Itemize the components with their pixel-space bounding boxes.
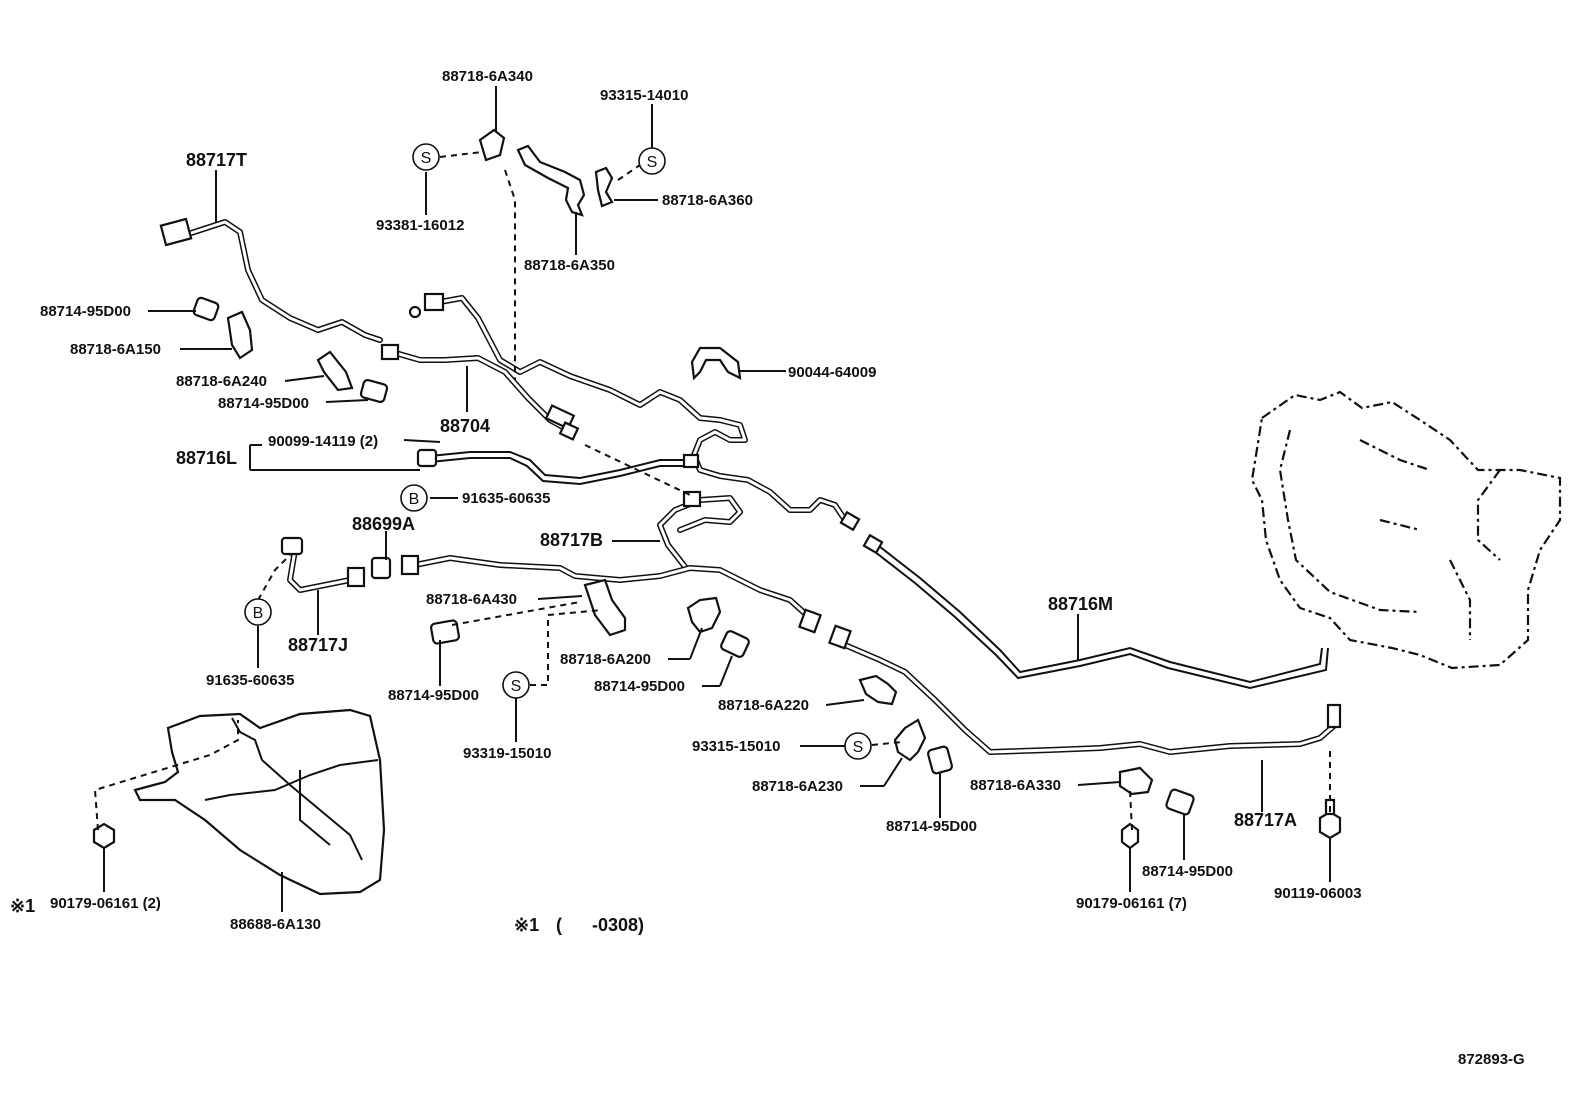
- label-93315-14010: 93315-14010: [600, 87, 688, 104]
- label-88718-6A430: 88718-6A430: [426, 591, 517, 608]
- label-90179-06161-a: 90179-06161 (2): [50, 895, 161, 912]
- svg-text:S: S: [511, 678, 522, 695]
- label-88718-6A340: 88718-6A340: [442, 68, 533, 85]
- symbol-s-2: S: [638, 147, 666, 175]
- label-88714-95D00-d: 88714-95D00: [388, 687, 479, 704]
- engine-outline: [1250, 390, 1562, 670]
- label-93381-16012: 93381-16012: [376, 217, 464, 234]
- label-88714-95D00-f: 88714-95D00: [1142, 863, 1233, 880]
- svg-text:B: B: [253, 605, 264, 622]
- svg-text:S: S: [853, 739, 864, 756]
- label-90099-14119: 90099-14119 (2): [268, 433, 378, 450]
- label-88718-6A200: 88718-6A200: [560, 651, 651, 668]
- symbol-s-4: S: [844, 732, 872, 760]
- diagram-id: 872893-G: [1458, 1051, 1525, 1068]
- label-88717B: 88717B: [540, 530, 603, 550]
- symbol-s-1: S: [412, 143, 440, 171]
- label-88717A: 88717A: [1234, 810, 1297, 830]
- svg-text:S: S: [647, 154, 658, 171]
- pipes: [182, 219, 1338, 755]
- label-88717J: 88717J: [288, 635, 348, 655]
- label-90179-06161-b: 90179-06161 (7): [1076, 895, 1187, 912]
- label-90044-64009: 90044-64009: [788, 364, 876, 381]
- label-88716M: 88716M: [1048, 594, 1113, 614]
- reservoir-tank: [133, 708, 386, 896]
- dashed-leaders: [93, 151, 1331, 831]
- note-mark-2: ※1: [514, 915, 539, 935]
- label-88718-6A220: 88718-6A220: [718, 697, 809, 714]
- label-88699A: 88699A: [352, 514, 415, 534]
- label-88716L: 88716L: [176, 448, 237, 468]
- label-93315-15010: 93315-15010: [692, 738, 780, 755]
- label-91635-60635-a: 91635-60635: [462, 490, 550, 507]
- note-mark-1: ※1: [10, 896, 35, 916]
- label-88718-6A330: 88718-6A330: [970, 777, 1061, 794]
- leader-lines: [103, 86, 1331, 912]
- symbol-b-2: B: [244, 598, 272, 626]
- label-88718-6A240: 88718-6A240: [176, 373, 267, 390]
- label-88714-95D00-c: 88714-95D00: [594, 678, 685, 695]
- label-88718-6A150: 88718-6A150: [70, 341, 161, 358]
- label-88717T: 88717T: [186, 150, 247, 170]
- label-90119-06003: 90119-06003: [1274, 885, 1362, 902]
- symbol-b-1: B: [400, 484, 428, 512]
- label-91635-60635-b: 91635-60635: [206, 672, 294, 689]
- label-88714-95D00-e: 88714-95D00: [886, 818, 977, 835]
- label-88718-6A350: 88718-6A350: [524, 257, 615, 274]
- label-88688-6A130: 88688-6A130: [230, 916, 321, 933]
- part-labels: 88718-6A340 93315-14010 88717T 93381-160…: [10, 68, 1525, 1068]
- svg-text:B: B: [409, 491, 420, 508]
- label-93319-15010: 93319-15010: [463, 745, 551, 762]
- svg-text:S: S: [421, 150, 432, 167]
- note-range: ( -0308): [556, 915, 644, 935]
- label-88714-95D00-a: 88714-95D00: [40, 303, 131, 320]
- circled-symbols: S S B B S S: [244, 143, 872, 760]
- label-88718-6A230: 88718-6A230: [752, 778, 843, 795]
- label-88714-95D00-b: 88714-95D00: [218, 395, 309, 412]
- symbol-s-3: S: [502, 671, 530, 699]
- label-88704: 88704: [440, 416, 490, 436]
- label-88718-6A360: 88718-6A360: [662, 192, 753, 209]
